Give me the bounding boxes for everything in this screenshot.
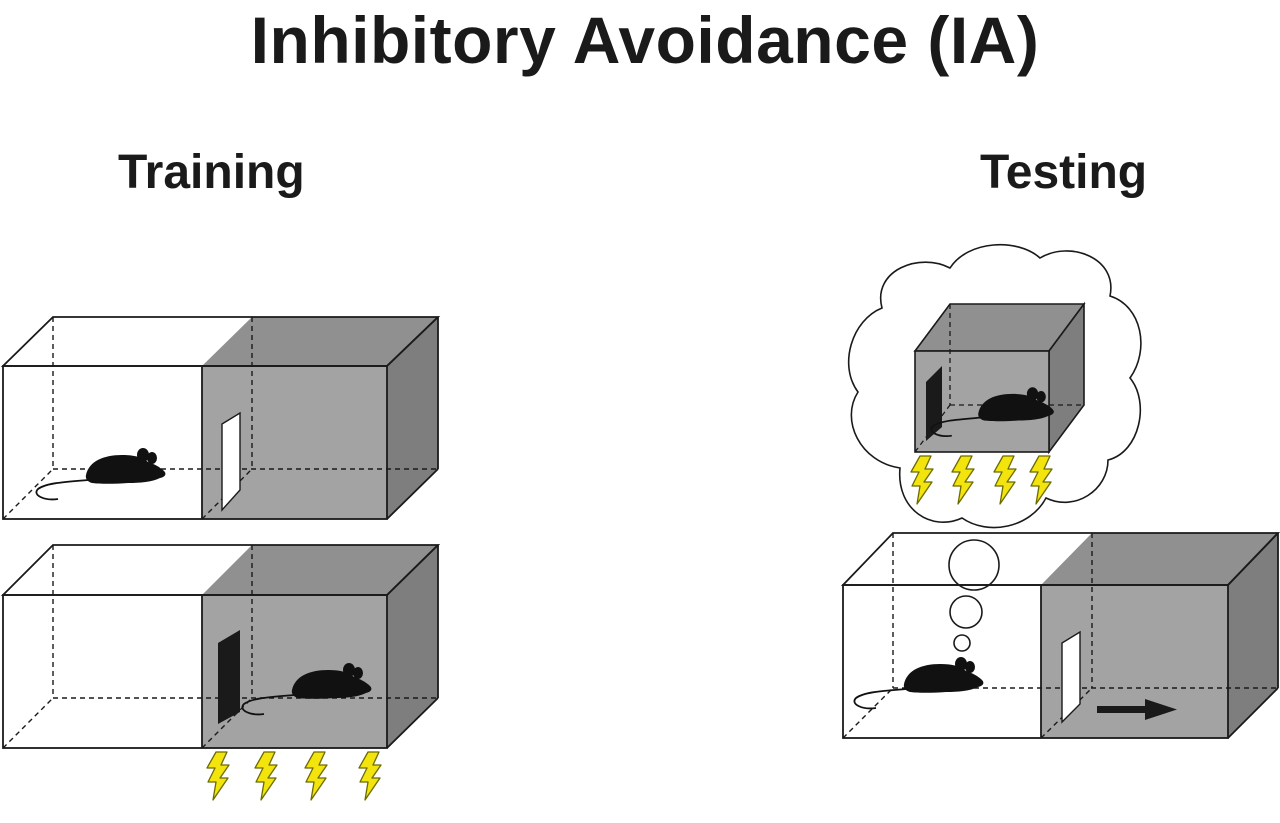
testing-box: [840, 532, 1280, 739]
lightning-bolt-icon: [358, 751, 382, 801]
door-open-icon: [221, 411, 241, 512]
lightning-bolt-icon: [304, 751, 328, 801]
training-box-before: [0, 316, 441, 520]
remembered-dark-box: [910, 301, 1086, 505]
mouse-icon: [35, 447, 167, 501]
door-closed-icon: [926, 366, 942, 441]
lightning-bolt-icon: [206, 751, 230, 801]
lightning-bolt-icon: [254, 751, 278, 801]
mouse-icon: [853, 656, 985, 710]
arrow-right-icon: [1097, 699, 1177, 720]
page-title: Inhibitory Avoidance (IA): [250, 3, 1040, 77]
door-closed-icon: [218, 630, 240, 724]
door-open-icon: [1061, 630, 1081, 724]
training-box-after: [0, 544, 441, 801]
testing-label: Testing: [980, 146, 1148, 199]
training-label: Training: [118, 146, 305, 199]
